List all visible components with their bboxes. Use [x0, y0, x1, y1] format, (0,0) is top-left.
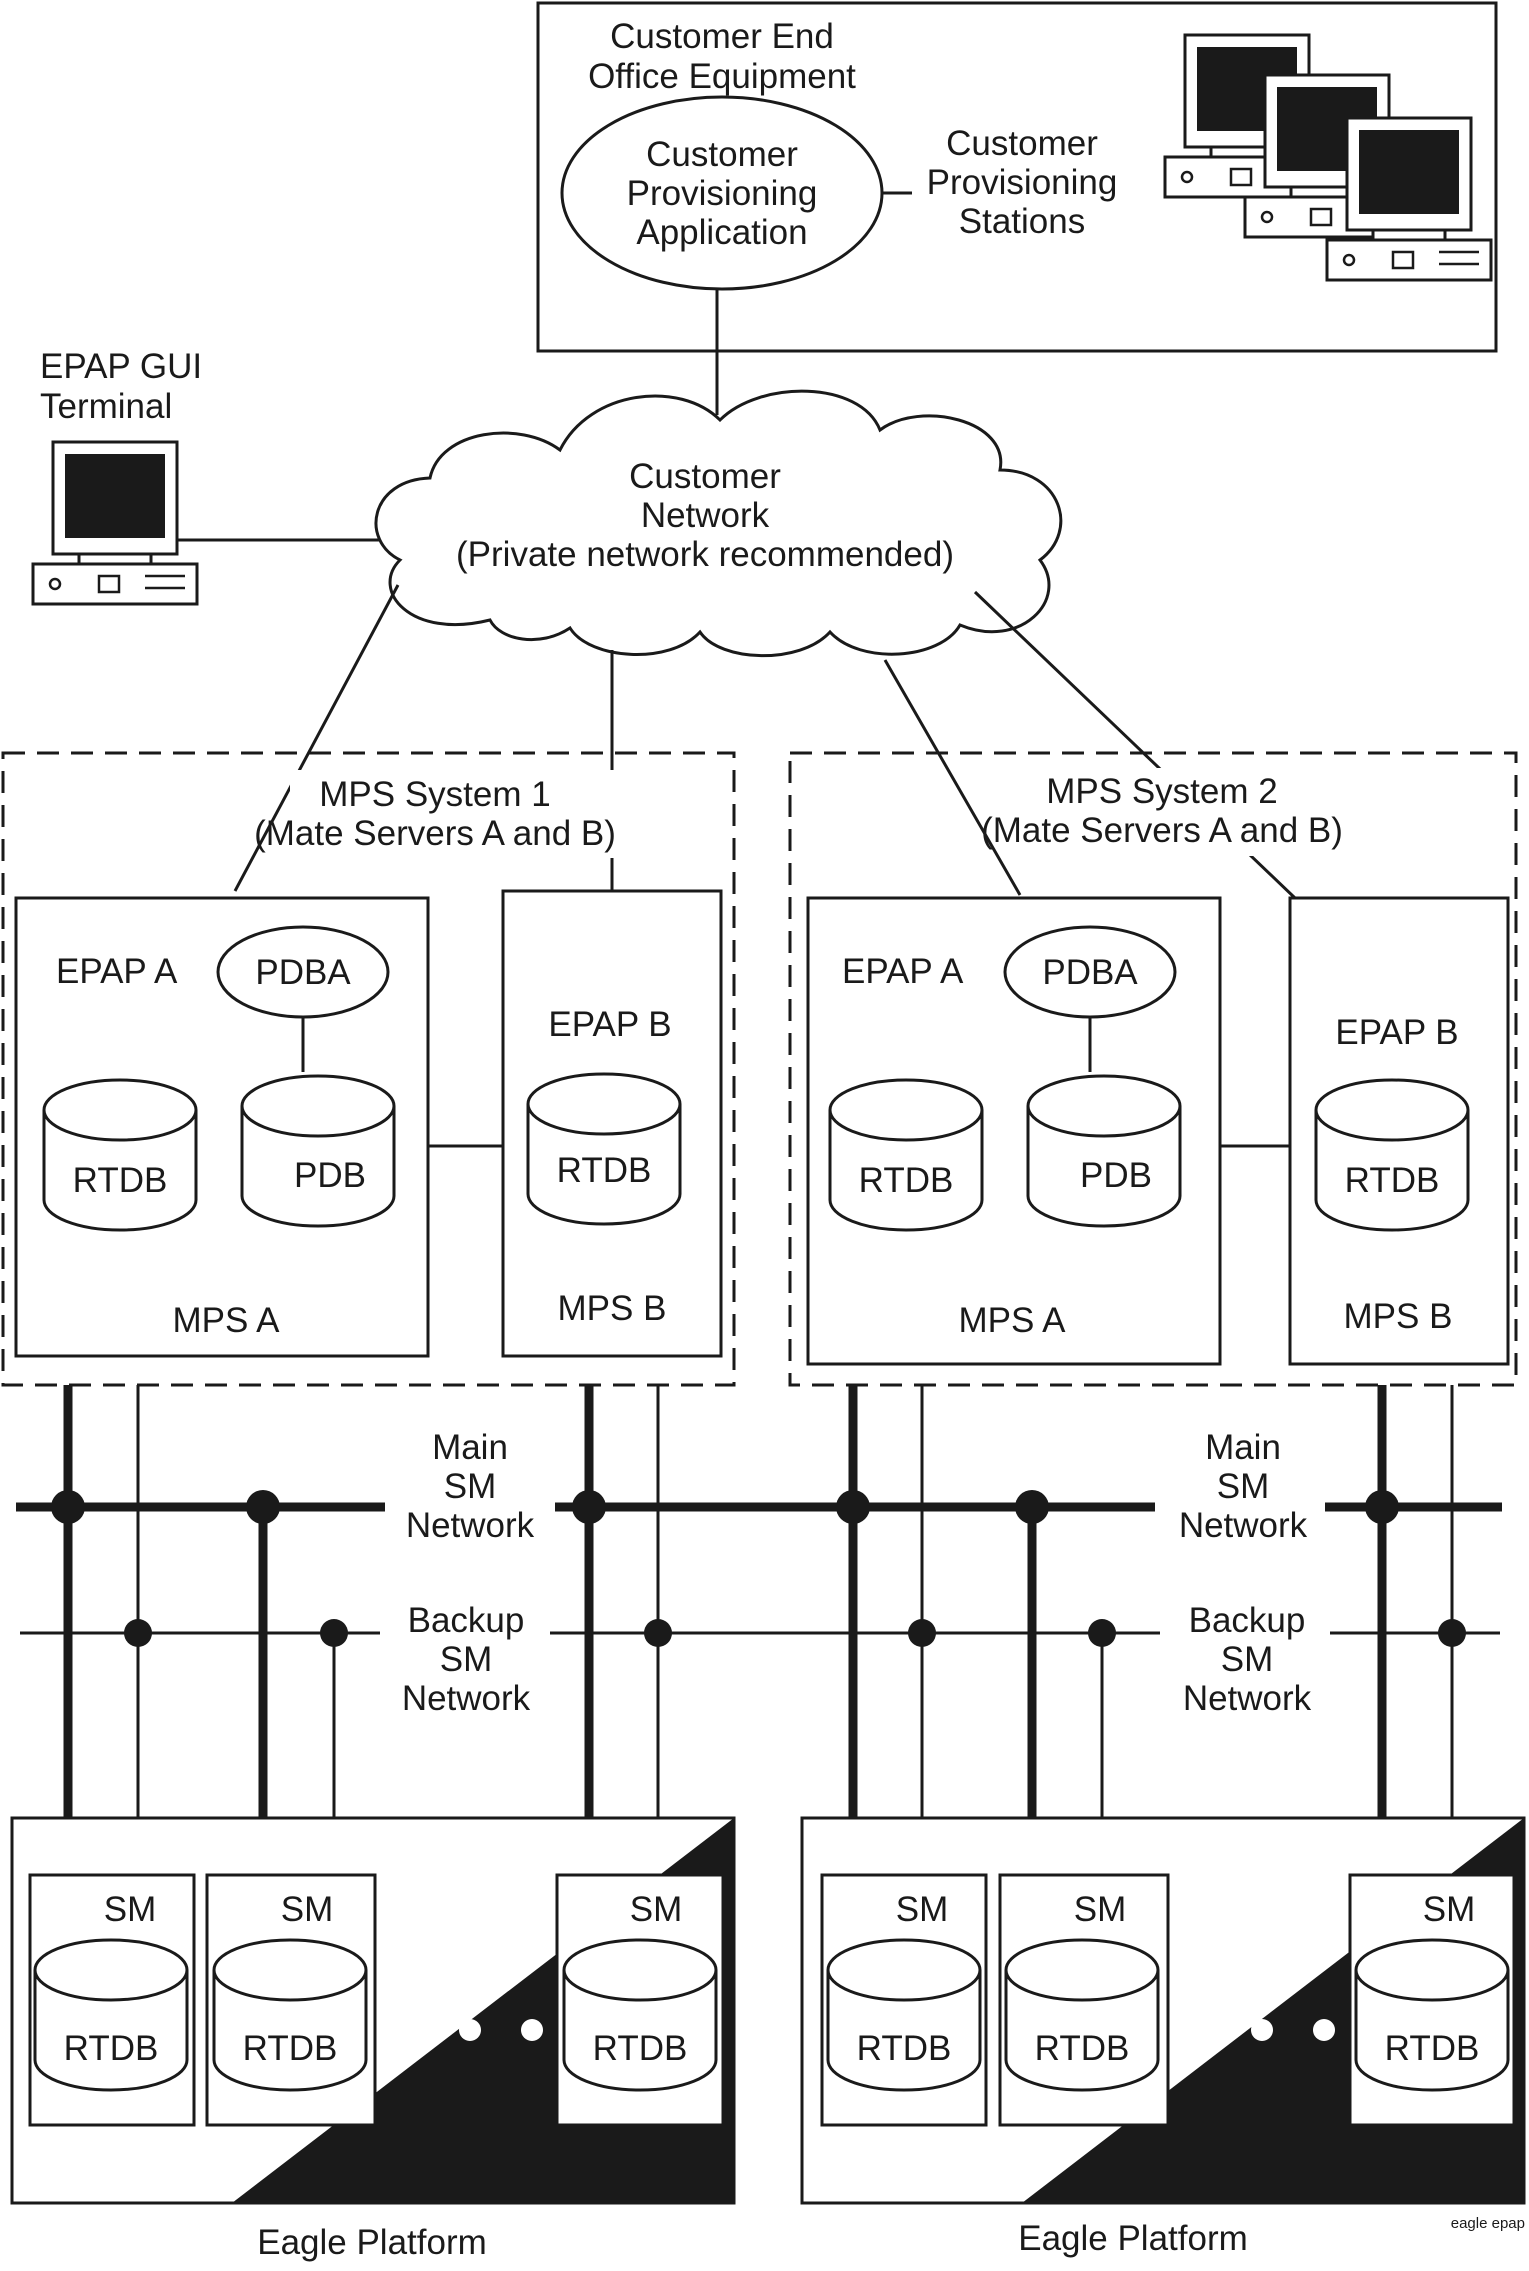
mps1-rtdb-b-cylinder — [526, 1072, 682, 1226]
eagle-platform-1-label: Eagle Platform — [257, 2223, 487, 2262]
eagle2-card1-rtdb-label: RTDB — [857, 2029, 952, 2068]
customer-network-label-line1: Customer — [629, 457, 781, 496]
eagle2-sm-card-1: SM RTDB — [820, 1873, 988, 2127]
mps2-server-b: EPAP B RTDB MPS B — [1288, 896, 1510, 1366]
network-junctions — [51, 1490, 1466, 1647]
eagle2-card2-sm-label: SM — [1074, 1890, 1127, 1929]
mps1-rtdb-b-label: RTDB — [557, 1151, 652, 1190]
eagle1-sm-card-2: SM RTDB — [205, 1873, 377, 2127]
eagle1-more-cards-ellipsis — [397, 2019, 543, 2041]
eagle-platform-1: SM RTDB SM RTDB SM RTDB Eagle Platform — [10, 1816, 736, 2262]
eagle1-card3-sm-label: SM — [630, 1890, 683, 1929]
backup-network-label-1-line2: SM — [440, 1640, 493, 1679]
mps2-mps-a-label: MPS A — [959, 1301, 1067, 1340]
main-network-drops — [63, 1385, 1387, 1818]
eagle2-more-cards-ellipsis — [1189, 2019, 1335, 2041]
mps1-mps-a-label: MPS A — [173, 1301, 281, 1340]
eagle1-card3-rtdb-label: RTDB — [593, 2029, 688, 2068]
eagle1-card2-sm-label: SM — [281, 1890, 334, 1929]
customer-network-label-line2: Network — [641, 496, 770, 535]
eagle2-card3-rtdb-label: RTDB — [1385, 2029, 1480, 2068]
main-network-label-2-line2: SM — [1217, 1467, 1270, 1506]
backup-network-label-2-line3: Network — [1183, 1679, 1312, 1718]
mps2-pdb-label: PDB — [1080, 1156, 1152, 1195]
computer-icon — [1325, 116, 1493, 282]
mps2-mps-b-label: MPS B — [1344, 1297, 1453, 1336]
mps1-pdb-cylinder — [240, 1074, 396, 1228]
mps1-title-line1: MPS System 1 — [319, 775, 550, 814]
cpa-label-line2: Provisioning — [627, 174, 818, 213]
main-network-label-2-line1: Main — [1205, 1428, 1281, 1467]
mps2-pdba-label: PDBA — [1042, 953, 1138, 992]
main-network-label-1-line1: Main — [432, 1428, 508, 1467]
mps2-rtdb-b-cylinder — [1314, 1078, 1470, 1232]
eagle1-sm-card-3: SM RTDB — [555, 1873, 725, 2127]
mps1-title-line2: (Mate Servers A and B) — [254, 814, 616, 853]
mps2-server-a: EPAP A PDBA RTDB PDB MPS A — [806, 896, 1222, 1366]
eagle1-card1-sm-label: SM — [104, 1890, 157, 1929]
customer-provisioning-stations-label: Customer Provisioning Stations — [927, 124, 1118, 241]
epap-gui-label-line2: Terminal — [40, 387, 172, 426]
customer-provisioning-application: Customer Provisioning Application — [560, 95, 884, 291]
epap-gui-terminal: EPAP GUI Terminal — [31, 347, 202, 606]
customer-network-cloud: Customer Network (Private network recomm… — [374, 389, 1063, 658]
backup-network-label-1-line1: Backup — [408, 1601, 525, 1640]
main-network-label-1-line3: Network — [406, 1506, 535, 1545]
eagle2-card3-sm-label: SM — [1423, 1890, 1476, 1929]
main-network-label-2-line3: Network — [1179, 1506, 1308, 1545]
eagle2-card2-rtdb-label: RTDB — [1035, 2029, 1130, 2068]
mps2-title-line2: (Mate Servers A and B) — [981, 811, 1343, 850]
stations-label-line3: Stations — [959, 202, 1085, 241]
mps2-rtdb-a-cylinder — [828, 1078, 984, 1232]
mps-system-1: MPS System 1 (Mate Servers A and B) EPAP… — [1, 751, 736, 1387]
mps2-epap-a-label: EPAP A — [842, 952, 964, 991]
mps1-pdb-label: PDB — [294, 1156, 366, 1195]
backup-network-label-2-line2: SM — [1221, 1640, 1274, 1679]
epap-gui-label-line1: EPAP GUI — [40, 347, 202, 386]
eagle1-card2-rtdb-label: RTDB — [243, 2029, 338, 2068]
eagle2-sm-card-2: SM RTDB — [998, 1873, 1170, 2127]
mps1-server-a: EPAP A PDBA RTDB PDB MPS A — [14, 896, 430, 1358]
eagle-platform-2: SM RTDB SM RTDB SM RTDB Eagle Platform — [800, 1816, 1526, 2258]
mps1-pdba-label: PDBA — [255, 953, 351, 992]
cpa-label-line1: Customer — [646, 135, 798, 174]
figure-footnote: eagle epap — [1451, 2215, 1525, 2232]
mps1-rtdb-a-cylinder — [42, 1078, 198, 1232]
eagle1-card1-rtdb-label: RTDB — [64, 2029, 159, 2068]
network-labels: Main SM Network Main SM Network Backup S… — [385, 1425, 1325, 1718]
eagle2-card1-sm-label: SM — [896, 1890, 949, 1929]
backup-network-label-2-line1: Backup — [1189, 1601, 1306, 1640]
mps1-epap-a-label: EPAP A — [56, 952, 178, 991]
eagle1-sm-card-1: SM RTDB — [28, 1873, 196, 2127]
eagle2-sm-card-3: SM RTDB — [1348, 1873, 1516, 2127]
mps1-rtdb-a-label: RTDB — [73, 1161, 168, 1200]
mps-system-2: MPS System 2 (Mate Servers A and B) EPAP… — [788, 751, 1518, 1387]
stations-label-line1: Customer — [946, 124, 1098, 163]
network-to-mps2-a-link — [883, 659, 1022, 896]
mps1-mps-b-label: MPS B — [558, 1289, 667, 1328]
mps2-title-line1: MPS System 2 — [1046, 772, 1277, 811]
backup-network-drops — [136, 1385, 1454, 1818]
mps2-rtdb-a-label: RTDB — [859, 1161, 954, 1200]
backup-network-label-1-line3: Network — [402, 1679, 531, 1718]
main-network-label-1-line2: SM — [444, 1467, 497, 1506]
mps1-server-b: EPAP B RTDB MPS B — [501, 889, 723, 1358]
cpa-label-line3: Application — [636, 213, 807, 252]
customer-network-label-line3: (Private network recommended) — [456, 535, 954, 574]
mps1-epap-b-label: EPAP B — [548, 1005, 671, 1044]
customer-end-office-title-line2: Office Equipment — [588, 57, 856, 96]
eagle-platform-2-label: Eagle Platform — [1018, 2219, 1248, 2258]
stations-label-line2: Provisioning — [927, 163, 1118, 202]
customer-end-office-title-line1: Customer End — [610, 17, 834, 56]
mps2-rtdb-b-label: RTDB — [1345, 1161, 1440, 1200]
computer-icon — [31, 440, 199, 606]
network-to-mps1-a-link — [233, 584, 400, 892]
mps2-pdb-cylinder — [1026, 1074, 1182, 1228]
mps2-epap-b-label: EPAP B — [1335, 1013, 1458, 1052]
